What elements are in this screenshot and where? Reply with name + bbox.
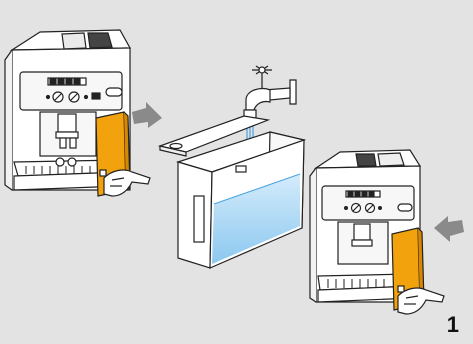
water-tap-icon <box>244 66 296 118</box>
hand-icon <box>398 288 444 314</box>
hand-icon <box>104 170 150 196</box>
water-tank-icon <box>178 132 304 268</box>
arrow-right-icon <box>132 102 162 128</box>
step-number: 1 <box>447 312 459 338</box>
arrow-left-icon <box>434 216 464 242</box>
